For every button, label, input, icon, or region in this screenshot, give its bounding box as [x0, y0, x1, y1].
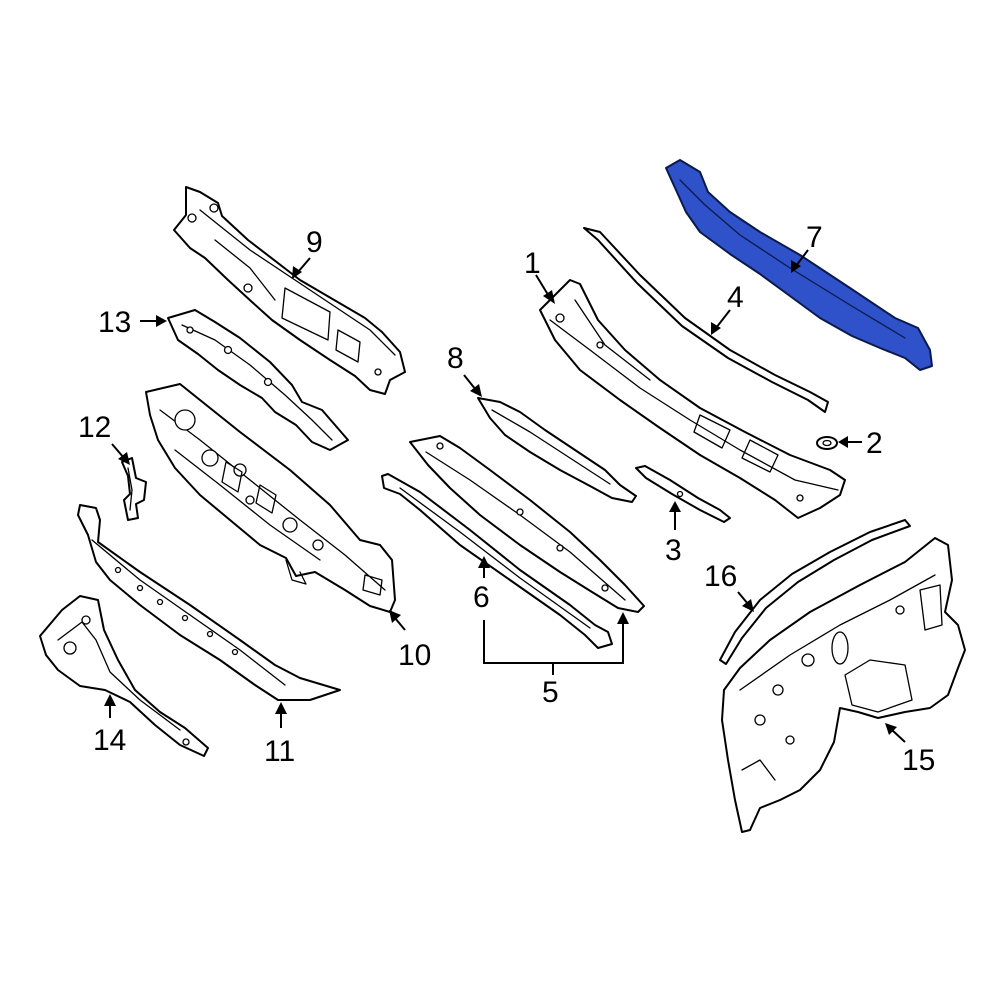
part-5-cowl-top-assembly[interactable]	[409, 435, 645, 613]
part-12-small-bracket[interactable]	[121, 457, 147, 521]
part-3-strip[interactable]	[635, 465, 731, 523]
leader-15	[891, 729, 906, 743]
leader-16	[737, 591, 749, 605]
part-6-cowl-top-front[interactable]	[381, 473, 613, 649]
part-8-cowl-top-bracket[interactable]	[477, 397, 637, 503]
arrow-14	[104, 694, 116, 706]
callout-1: 1	[524, 247, 541, 280]
arrow-5	[617, 612, 629, 624]
arrow-13	[156, 315, 167, 327]
part-14-side-reinforcement[interactable]	[39, 595, 209, 757]
callout-12: 12	[78, 411, 111, 444]
callout-14: 14	[93, 724, 126, 757]
callout-13: 13	[98, 306, 131, 339]
part-13-cowl-side-bracket[interactable]	[167, 309, 349, 451]
arrow-1	[543, 290, 555, 304]
part-15-dash-insulator[interactable]	[721, 537, 966, 833]
arrow-7	[791, 260, 801, 273]
callout-10: 10	[398, 639, 431, 672]
part-4-seal[interactable]	[583, 227, 829, 413]
leader-8	[463, 374, 477, 391]
leader-9	[297, 257, 311, 273]
callout-3: 3	[665, 534, 682, 567]
arrow-8	[470, 384, 482, 397]
leader-4	[715, 309, 731, 329]
arrow-11	[275, 702, 287, 714]
callout-16: 16	[704, 560, 737, 593]
callout-15: 15	[902, 744, 935, 777]
callout-5: 5	[542, 676, 559, 709]
part-1-cowl-panel[interactable]	[539, 279, 846, 519]
arrow-4	[711, 322, 721, 335]
part-9-upper-cowl-panel[interactable]	[173, 186, 406, 395]
callout-6: 6	[473, 581, 490, 614]
leader-lines	[104, 249, 906, 743]
callout-2: 2	[866, 427, 883, 460]
arrow-16	[742, 599, 754, 612]
arrow-3	[669, 501, 681, 512]
callout-labels: 1 2 3 4 5 6 7 8 9 10 11 12 13 14 15 16	[78, 221, 935, 777]
callout-8: 8	[447, 342, 464, 375]
arrow-15	[885, 723, 897, 735]
part-2-grommet[interactable]	[816, 436, 838, 450]
leader-12	[111, 443, 125, 459]
callout-9: 9	[306, 226, 323, 259]
arrow-10	[389, 610, 401, 623]
part-10-dash-upper-panel[interactable]	[145, 383, 396, 613]
leader-7	[795, 249, 809, 267]
arrow-12	[118, 452, 130, 465]
part-16-weatherstrip[interactable]	[719, 519, 911, 665]
leader-10	[394, 617, 406, 631]
arrow-9	[292, 266, 302, 279]
callout-4: 4	[727, 281, 744, 314]
part-11-cross-member[interactable]	[77, 504, 341, 701]
callout-11: 11	[264, 735, 295, 768]
callout-7: 7	[806, 221, 823, 254]
arrow-2	[838, 436, 848, 448]
arrow-6	[478, 556, 490, 568]
